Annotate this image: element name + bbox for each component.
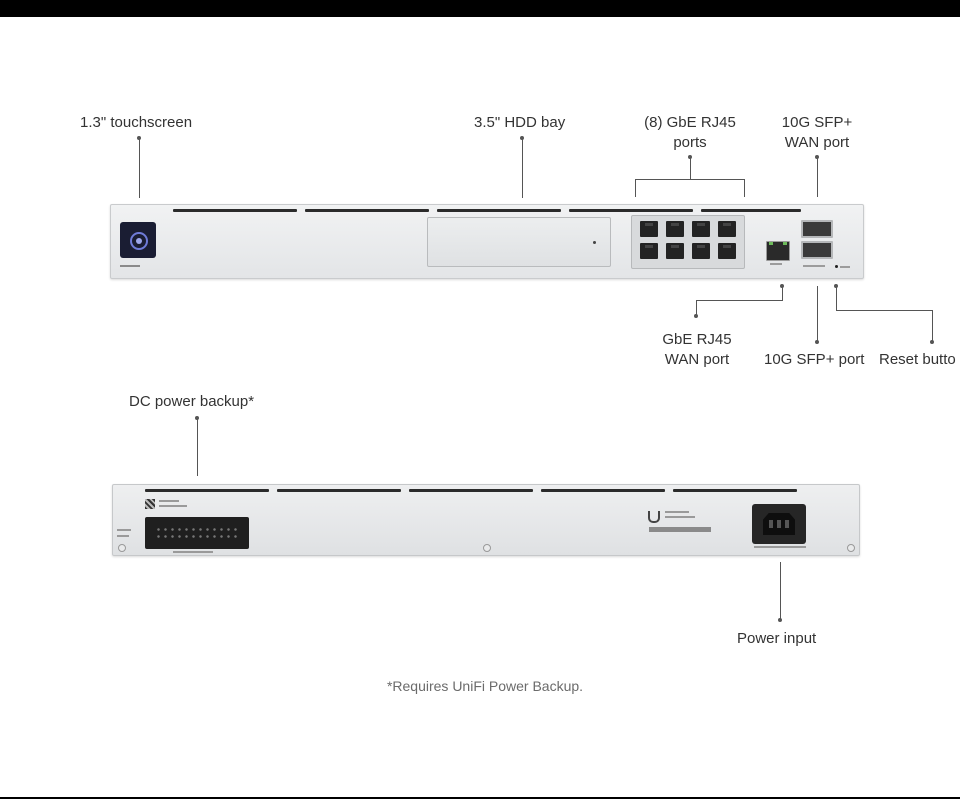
rj45-port [640, 243, 658, 259]
label-sfp-wan-1: 10G SFP+ [781, 114, 853, 131]
vent-slot [569, 209, 693, 212]
label-dc-power: DC power backup* [129, 393, 255, 410]
label-sfp-port: 10G SFP+ port [764, 351, 865, 368]
label-gbe-ports-1: (8) GbE RJ45 [644, 114, 736, 131]
screen-ring-icon [130, 232, 148, 250]
vent-slot [541, 489, 665, 492]
label-marking [159, 500, 179, 502]
vent-slot [305, 209, 429, 212]
bracket-gbe [635, 179, 745, 180]
label-gbe-wan-1: GbE RJ45 [662, 331, 732, 348]
callout-dot [778, 618, 782, 622]
callout-line-sfp-wan [817, 157, 818, 197]
vent-slot [701, 209, 801, 212]
sfp-port [801, 241, 833, 259]
port-led [769, 242, 773, 245]
label-gbe-ports-2: ports [673, 134, 707, 151]
socket-pin [785, 520, 789, 528]
callout-line-gbe [690, 157, 691, 179]
certification-marks [649, 527, 711, 532]
callout-line-gbe-wan-h [696, 300, 783, 301]
callout-line-gbe-wan-v [696, 300, 697, 316]
callout-line-reset [836, 286, 837, 310]
vent-slot [145, 489, 269, 492]
rear-panel [112, 484, 860, 556]
top-black-bar [0, 0, 960, 17]
port-marking [770, 263, 782, 265]
screw [847, 544, 855, 552]
vent-slot [173, 209, 297, 212]
rj45-port [640, 221, 658, 237]
screw [118, 544, 126, 552]
vent-slot [673, 489, 797, 492]
connector-pins [155, 526, 239, 540]
label-marking [665, 516, 695, 518]
callout-line-reset-v [932, 310, 933, 342]
label-marking [117, 529, 131, 531]
rj45-port-block [631, 215, 745, 269]
model-tag [120, 265, 140, 267]
label-gbe-wan-2: WAN port [664, 351, 730, 368]
touchscreen [120, 222, 156, 258]
wan-rj45-port [766, 241, 790, 261]
rj45-port [666, 243, 684, 259]
footnote: *Requires UniFi Power Backup. [386, 678, 584, 694]
label-power-input: Power input [737, 630, 817, 647]
label-marking [665, 511, 689, 513]
vent-slot [409, 489, 533, 492]
label-marking [173, 551, 213, 553]
label-marking [117, 535, 129, 537]
label-hdd-bay: 3.5" HDD bay [474, 114, 566, 131]
callout-line-reset-h [836, 310, 932, 311]
reset-marking [840, 266, 850, 268]
callout-dot [694, 314, 698, 318]
dc-power-connector [145, 517, 249, 549]
callout-line-sfp [817, 286, 818, 342]
label-sfp-wan-2: WAN port [784, 134, 850, 151]
label-reset-button: Reset butto [879, 351, 956, 368]
callout-line-dc [197, 418, 198, 476]
callout-dot [930, 340, 934, 344]
ubiquiti-logo-icon [648, 511, 660, 523]
front-panel [110, 204, 864, 279]
hdd-led [593, 241, 596, 244]
label-marking [159, 505, 187, 507]
qr-code-icon [145, 499, 155, 509]
hdd-bay [427, 217, 611, 267]
callout-line-power [780, 562, 781, 620]
callout-line-touchscreen [139, 138, 140, 198]
label-marking [754, 546, 806, 548]
vent-slot [437, 209, 561, 212]
label-touchscreen: 1.3" touchscreen [80, 114, 193, 131]
rj45-port [718, 243, 736, 259]
port-led [783, 242, 787, 245]
reset-button [835, 265, 838, 268]
socket-face [763, 513, 795, 535]
screw [483, 544, 491, 552]
socket-pin [777, 520, 781, 528]
rj45-port [692, 243, 710, 259]
rj45-port [718, 221, 736, 237]
callout-line-gbe-wan [782, 286, 783, 300]
rj45-port [666, 221, 684, 237]
socket-pin [769, 520, 773, 528]
rj45-port [692, 221, 710, 237]
port-marking [803, 265, 825, 267]
sfp-wan-port [801, 220, 833, 238]
bracket-right [744, 179, 745, 197]
callout-line-hdd [522, 138, 523, 198]
callout-dot [815, 340, 819, 344]
bottom-black-bar [0, 797, 960, 799]
vent-slot [277, 489, 401, 492]
iec-c14-inlet-icon [752, 504, 806, 544]
bracket-left [635, 179, 636, 197]
